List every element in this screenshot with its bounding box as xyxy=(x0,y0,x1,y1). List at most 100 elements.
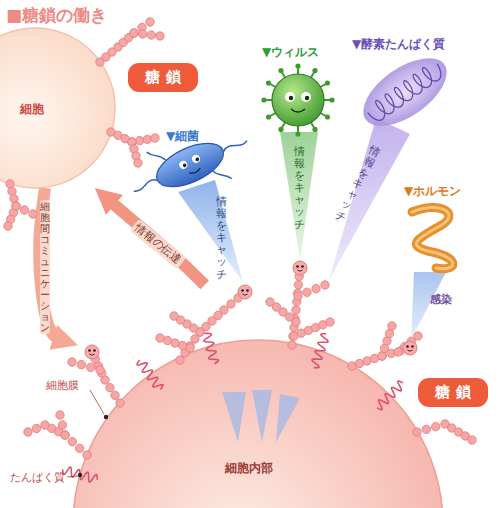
illustration-part xyxy=(78,473,82,477)
illustration-part xyxy=(191,154,202,165)
part-label: ▼ホルモン xyxy=(404,183,461,200)
illustration-part xyxy=(32,424,40,432)
illustration-part xyxy=(130,29,138,37)
illustration-part xyxy=(326,318,334,326)
illustration-part xyxy=(365,60,445,124)
diagram-title: ■糖鎖の働き xyxy=(6,4,107,27)
illustration-part xyxy=(156,32,164,40)
illustration-part xyxy=(61,431,69,439)
illustration-part xyxy=(276,394,300,442)
illustration-part xyxy=(329,97,334,102)
illustration-part xyxy=(137,360,163,389)
illustration-part xyxy=(24,428,32,436)
illustration-part xyxy=(151,134,159,142)
illustration-part xyxy=(261,97,266,102)
illustration-part xyxy=(266,298,274,306)
part-label: ▼ウィルス xyxy=(262,44,319,61)
illustration-part xyxy=(88,349,91,352)
illustration-part xyxy=(85,345,99,359)
virus xyxy=(261,63,334,136)
illustration-part xyxy=(278,68,283,73)
illustration-part xyxy=(278,127,283,132)
inner-arrows xyxy=(222,390,300,442)
part-label: ▼酵素たんぱく質 xyxy=(352,36,445,53)
illustration-part xyxy=(289,96,293,100)
label-badge: 糖鎖 xyxy=(418,378,488,407)
illustration-part xyxy=(134,159,142,167)
cell-label: 細胞内部 xyxy=(225,460,273,477)
illustration-part xyxy=(241,289,244,292)
part-label: ▼細菌 xyxy=(166,128,199,145)
illustration-part xyxy=(303,288,311,296)
illustration-part xyxy=(58,421,66,429)
arrow-caption: 情報をキャッチ xyxy=(333,144,382,224)
illustration-part xyxy=(135,136,143,144)
illustration-part xyxy=(0,28,115,188)
illustration-part xyxy=(121,112,259,219)
catch-cone xyxy=(329,118,410,280)
illustration-part xyxy=(29,210,37,218)
illustration-part xyxy=(90,354,95,355)
illustration-part xyxy=(130,29,138,37)
illustration-part xyxy=(468,436,476,444)
illustration-part xyxy=(238,285,252,299)
illustration-part xyxy=(68,437,76,445)
illustration-part xyxy=(243,294,248,295)
badge-text: 糖鎖 xyxy=(435,383,479,402)
illustration-part xyxy=(189,168,201,175)
illustration-part xyxy=(293,261,307,275)
illustration-part xyxy=(266,80,271,85)
illustration-part xyxy=(403,341,417,355)
illustration-part xyxy=(116,399,124,407)
illustration-part xyxy=(431,422,439,430)
bacterium xyxy=(121,112,259,219)
illustration-part xyxy=(12,202,20,210)
arrow-caption: 情報をキャッチ xyxy=(294,146,305,231)
illustration-part xyxy=(20,206,28,214)
illustration-part xyxy=(96,366,104,374)
illustration-part xyxy=(312,68,317,73)
flow-arrow xyxy=(39,188,63,340)
illustration-part xyxy=(411,345,414,348)
illustration-part xyxy=(292,306,300,314)
illustration-part xyxy=(111,391,119,399)
cell-outline xyxy=(0,28,120,188)
cell-label: 細胞 xyxy=(20,101,44,118)
illustration-part xyxy=(12,202,20,210)
illustration-part xyxy=(352,45,458,139)
arrow-caption: 情報をキャッチ xyxy=(216,196,227,281)
badge-text: 糖鎖 xyxy=(145,68,189,87)
illustration-part xyxy=(266,114,271,119)
cell-interior: 細胞内部 xyxy=(78,285,440,508)
cell-circle: 細胞 xyxy=(0,28,120,188)
illustration-part xyxy=(41,421,49,429)
illustration-part xyxy=(295,131,300,136)
illustration-part xyxy=(312,284,320,292)
illustration-part xyxy=(295,63,300,68)
illustration-part xyxy=(4,18,164,230)
illustration-part xyxy=(24,261,476,482)
illustration-part xyxy=(170,312,178,320)
illustration-part xyxy=(296,265,299,268)
arrow-label: 情報の伝達 xyxy=(130,219,187,269)
illustration-part xyxy=(414,332,422,340)
illustration-part xyxy=(106,383,114,391)
illustration-part xyxy=(312,334,328,368)
illustration-part xyxy=(86,363,94,371)
illustration-part xyxy=(182,163,187,168)
illustration-part xyxy=(305,96,309,100)
enzyme-protein xyxy=(352,45,458,139)
illustration-part xyxy=(408,350,413,351)
illustration-part xyxy=(4,222,12,230)
illustration-part xyxy=(321,281,329,289)
arrow-label: 細胞間コミュニケーション xyxy=(40,200,50,334)
illustration-part xyxy=(104,415,108,419)
illustration-part xyxy=(178,160,189,171)
illustration-part xyxy=(83,451,91,459)
part-label: 細胞膜 xyxy=(46,378,79,393)
illustration-part xyxy=(138,30,146,38)
illustration-part xyxy=(388,322,396,330)
illustration-part xyxy=(261,63,334,136)
illustration-part xyxy=(289,332,297,340)
